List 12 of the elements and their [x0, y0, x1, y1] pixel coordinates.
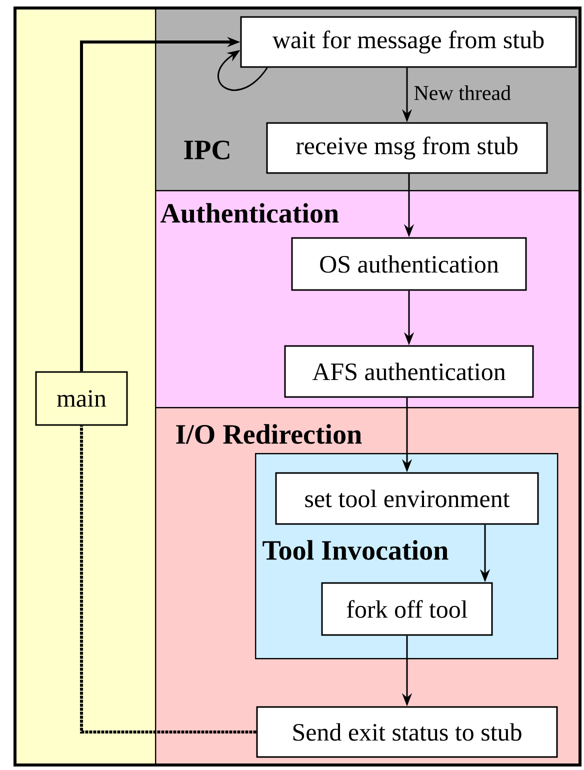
process-box: receive msg from stub — [266, 122, 548, 174]
process-box: AFS authentication — [284, 345, 534, 398]
process-box: set tool environment — [275, 472, 539, 525]
process-box: Send exit status to stub — [256, 706, 558, 758]
dotted-line — [80, 426, 256, 734]
process-box: fork off tool — [321, 582, 493, 636]
column-band — [15, 8, 156, 766]
arrow — [218, 50, 268, 91]
process-box: OS authentication — [291, 237, 527, 291]
edge-label: New thread — [412, 84, 512, 102]
process-box: wait for message from stub — [240, 16, 577, 68]
process-box: main — [35, 371, 128, 426]
